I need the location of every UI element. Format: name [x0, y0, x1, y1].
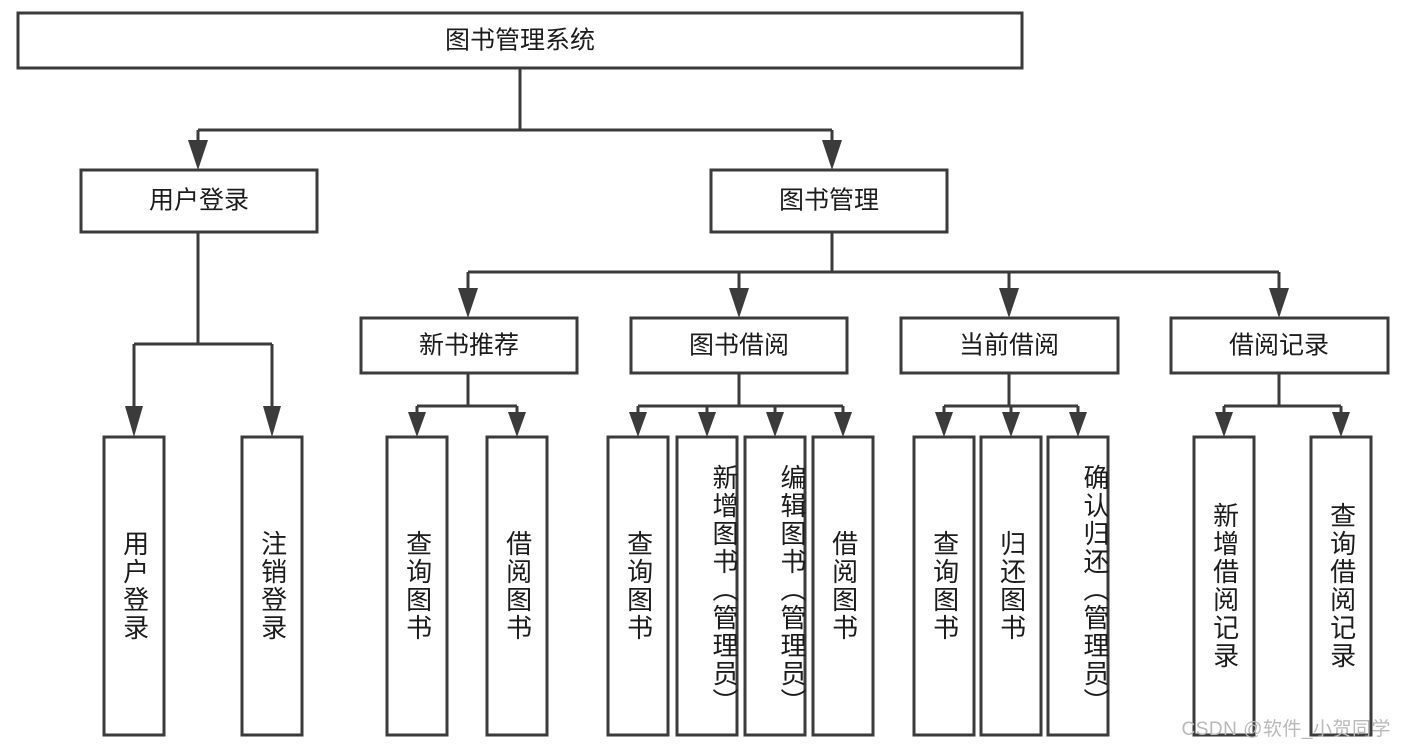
node-new-book-recommend-rect[interactable] [359, 316, 579, 375]
arrow-head-leaf-user-login [125, 406, 143, 437]
arrow-head-new-book-recommend [458, 288, 478, 318]
arrow-head-leaf-return-book [1002, 412, 1020, 437]
node-leaf-return-book-rect[interactable] [979, 435, 1043, 737]
node-book-manage-rect[interactable] [709, 168, 949, 234]
node-book-manage[interactable]: 图书管理 [709, 168, 949, 234]
node-root[interactable]: 图书管理系统 [16, 11, 1024, 70]
node-new-book-recommend-label: 新书推荐 [419, 332, 519, 360]
arrow-head-leaf-borrow-book-2 [834, 412, 852, 437]
arrow-head-borrow-record [1269, 288, 1289, 318]
connector-group-book-borrow [629, 373, 852, 437]
connector-group-book-manage [458, 232, 1289, 318]
node-current-borrow-rect[interactable] [899, 316, 1120, 375]
arrow-head-leaf-logout [263, 406, 281, 437]
node-borrow-record-rect[interactable] [1169, 316, 1390, 375]
node-current-borrow-label: 当前借阅 [959, 332, 1059, 360]
node-borrow-record[interactable]: 借阅记录 [1169, 316, 1390, 375]
node-root-label: 图书管理系统 [445, 27, 595, 55]
node-book-manage-label: 图书管理 [779, 187, 879, 215]
node-book-borrow-label: 图书借阅 [689, 332, 789, 360]
arrow-head-leaf-add-record [1215, 412, 1233, 437]
node-leaf-add-book-rect[interactable] [675, 435, 739, 737]
node-root-rect[interactable] [16, 11, 1024, 70]
arrow-head-leaf-query-book-1 [408, 412, 426, 437]
connector-group-user-login [125, 232, 281, 437]
connector-group-borrow-record [1215, 373, 1350, 437]
connector-group-root [188, 68, 842, 170]
arrow-head-leaf-confirm-return [1069, 412, 1087, 437]
node-user-login-rect[interactable] [79, 168, 319, 234]
arrow-head-book-borrow [729, 288, 749, 318]
connector-group-current-borrow [935, 373, 1087, 437]
csdn-watermark: CSDN @软件_小贺同学 [1181, 719, 1391, 740]
node-current-borrow[interactable]: 当前借阅 [899, 316, 1120, 375]
node-book-borrow[interactable]: 图书借阅 [629, 316, 849, 375]
arrow-head-leaf-query-book-3 [935, 412, 953, 437]
node-borrow-record-label: 借阅记录 [1229, 332, 1329, 360]
node-new-book-recommend[interactable]: 新书推荐 [359, 316, 579, 375]
node-user-login-label: 用户登录 [149, 187, 249, 215]
node-leaf-borrow-book-2-rect[interactable] [811, 435, 875, 737]
node-leaf-edit-book-rect[interactable] [743, 435, 807, 737]
node-leaf-query-book-3-rect[interactable] [912, 435, 976, 737]
arrow-head-leaf-edit-book [766, 412, 784, 437]
node-leaf-query-record-rect[interactable] [1309, 435, 1373, 737]
arrow-head-current-borrow [999, 288, 1019, 318]
arrow-head-leaf-query-record [1332, 412, 1350, 437]
node-leaf-user-login-rect[interactable] [102, 435, 166, 737]
arrow-head-book-manage [822, 140, 842, 170]
leaf-rect-group [102, 435, 1373, 737]
node-leaf-query-book-2-rect[interactable] [606, 435, 670, 737]
node-leaf-query-book-1-rect[interactable] [385, 435, 449, 737]
arrow-head-leaf-borrow-book-1 [508, 412, 526, 437]
node-user-login[interactable]: 用户登录 [79, 168, 319, 234]
arrow-head-leaf-add-book [698, 412, 716, 437]
connector-group-new-book-recommend [408, 373, 526, 437]
node-leaf-confirm-return-rect[interactable] [1046, 435, 1110, 737]
arrow-head-leaf-query-book-2 [629, 412, 647, 437]
node-book-borrow-rect[interactable] [629, 316, 849, 375]
node-leaf-add-record-rect[interactable] [1192, 435, 1256, 737]
node-leaf-borrow-book-1-rect[interactable] [485, 435, 549, 737]
arrow-head-user-login [188, 140, 208, 170]
node-leaf-logout-rect[interactable] [240, 435, 304, 737]
